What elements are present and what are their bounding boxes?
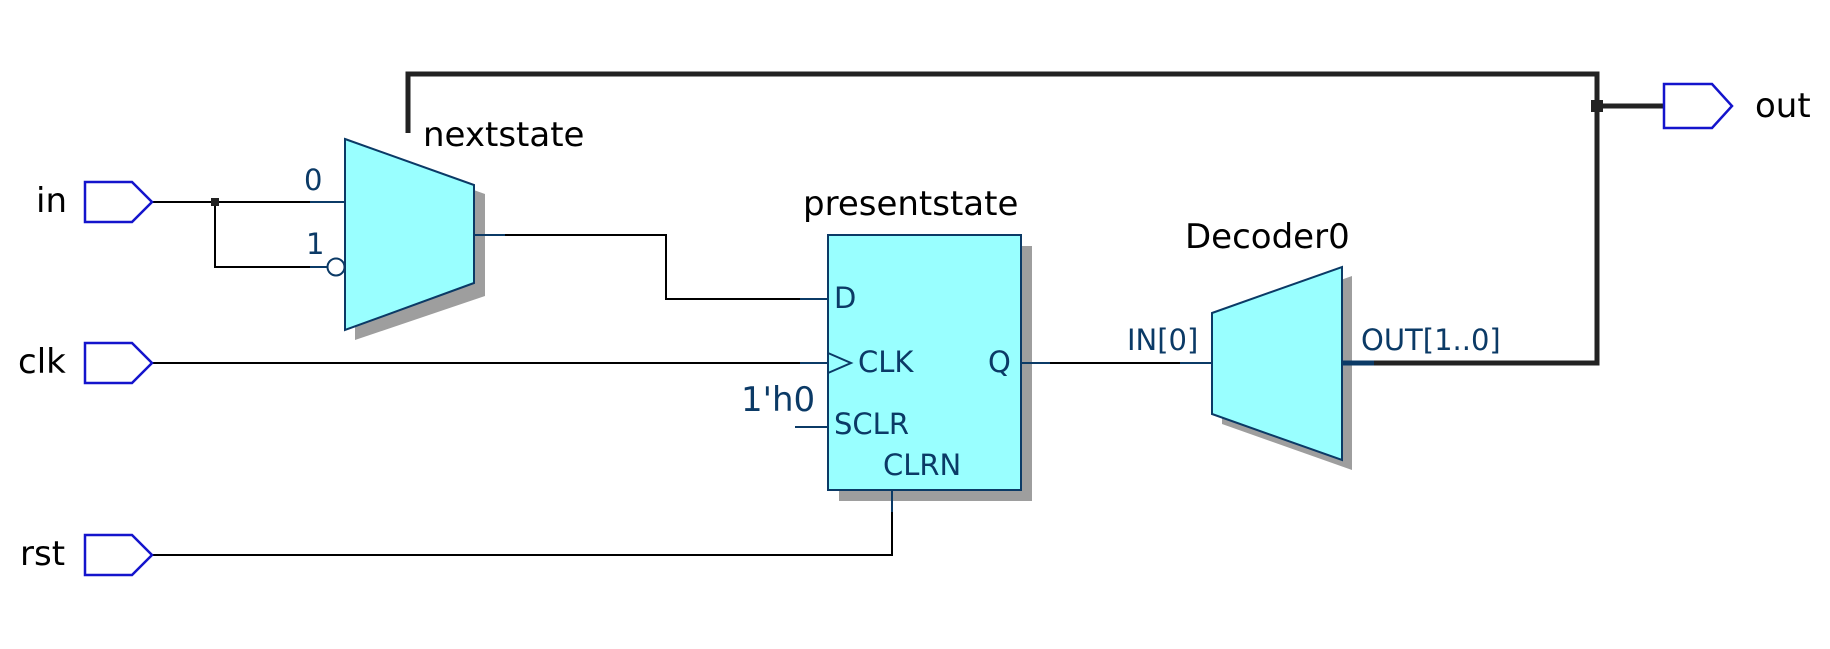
decoder-pin-out: OUT[1..0] bbox=[1361, 323, 1501, 357]
wire-in-to-mux1[interactable] bbox=[214, 202, 327, 268]
input-port-in[interactable]: in bbox=[36, 180, 154, 224]
input-port-icon bbox=[83, 180, 154, 224]
output-port-icon bbox=[1662, 82, 1734, 130]
decoder-instance-name: Decoder0 bbox=[1185, 217, 1350, 257]
port-label-out: out bbox=[1755, 86, 1811, 126]
decoder-decoder0[interactable]: IN[0] OUT[1..0] Decoder0 bbox=[1127, 217, 1501, 470]
input-port-icon bbox=[83, 341, 154, 385]
junction-dot-in bbox=[211, 198, 219, 206]
register-presentstate[interactable]: D CLK Q SCLR CLRN 1'h0 presentstate bbox=[741, 184, 1050, 512]
register-pin-d: D bbox=[834, 281, 856, 315]
decoder-trapezoid-icon bbox=[1211, 265, 1343, 462]
port-label-in: in bbox=[36, 181, 67, 221]
mux-nextstate[interactable]: 0 1 nextstate bbox=[304, 115, 584, 340]
port-label-clk: clk bbox=[18, 342, 66, 382]
clock-triangle-icon bbox=[827, 352, 854, 374]
register-body bbox=[827, 234, 1022, 491]
input-port-clk[interactable]: clk bbox=[18, 341, 154, 385]
register-pin-clrn: CLRN bbox=[883, 448, 961, 482]
decoder-pin-in: IN[0] bbox=[1127, 323, 1198, 357]
input-port-rst[interactable]: rst bbox=[20, 533, 154, 577]
mux-pin-0: 0 bbox=[304, 163, 322, 197]
inversion-bubble-icon bbox=[326, 257, 346, 277]
input-port-icon bbox=[83, 533, 154, 577]
register-pin-sclr: SCLR bbox=[834, 407, 909, 441]
register-pin-q: Q bbox=[988, 345, 1011, 379]
wires bbox=[152, 71, 1664, 556]
mux-instance-name: nextstate bbox=[423, 115, 584, 155]
wire-mux-to-d[interactable] bbox=[477, 234, 800, 300]
sclr-constant: 1'h0 bbox=[741, 380, 815, 420]
register-pin-clk: CLK bbox=[858, 345, 914, 379]
wire-rst[interactable] bbox=[152, 492, 893, 556]
register-instance-name: presentstate bbox=[803, 184, 1018, 224]
bus-feedback[interactable] bbox=[405, 71, 1600, 366]
junction-dot-out bbox=[1591, 100, 1603, 112]
output-port-out[interactable]: out bbox=[1662, 82, 1811, 130]
mux-pin-1: 1 bbox=[306, 227, 324, 261]
port-label-rst: rst bbox=[20, 534, 65, 574]
